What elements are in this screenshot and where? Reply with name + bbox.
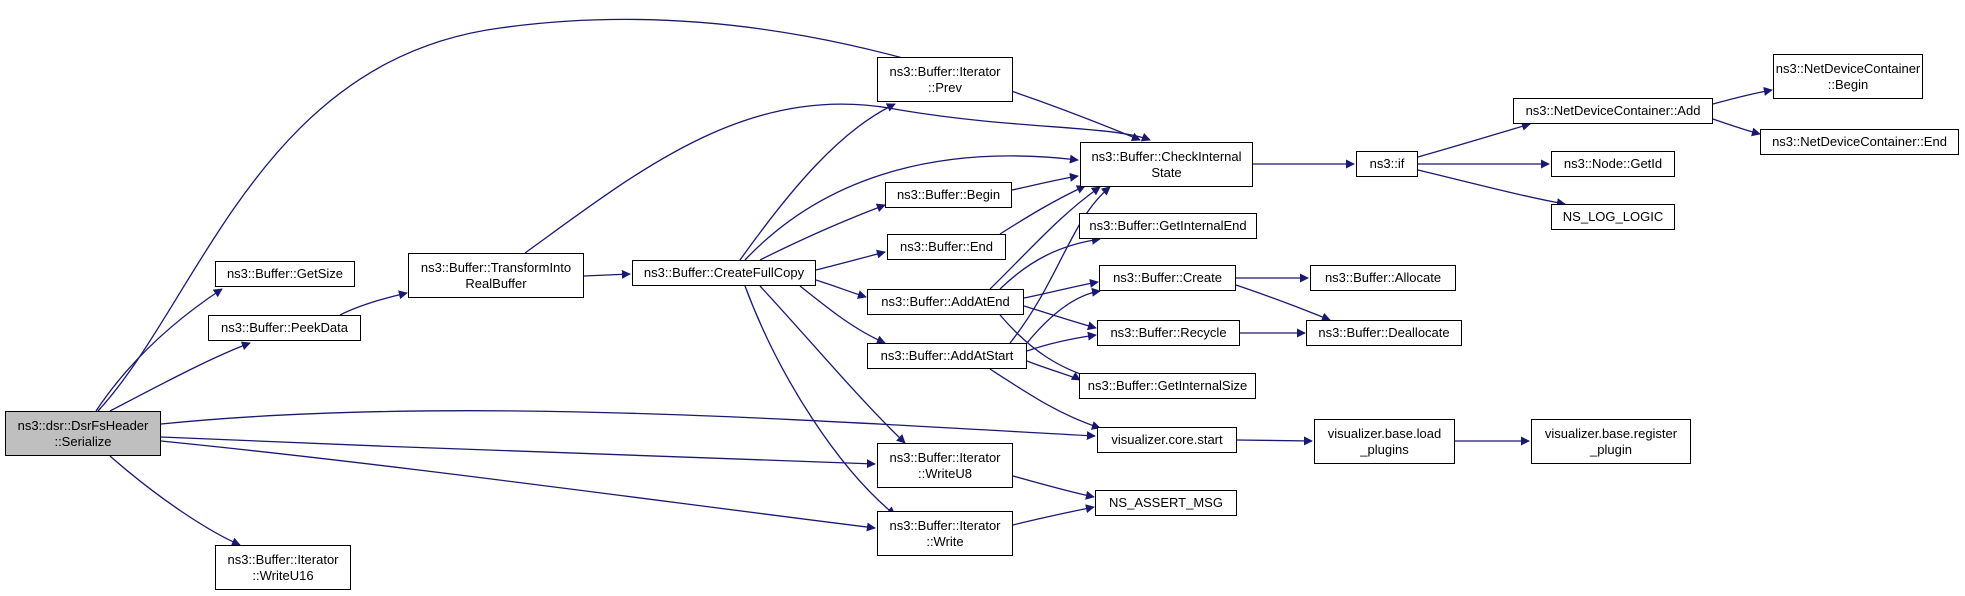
- node-ns-assert-msg[interactable]: NS_ASSERT_MSG: [1095, 490, 1237, 516]
- node-dsrfsheader-serialize[interactable]: ns3::dsr::DsrFsHeader ::Serialize: [5, 411, 161, 456]
- node-ns-log-logic[interactable]: NS_LOG_LOGIC: [1551, 204, 1675, 230]
- edge-createfull-to-addatstart: [799, 285, 886, 344]
- edge-end-to-check: [999, 185, 1086, 235]
- node-buffer-create[interactable]: ns3::Buffer::Create: [1099, 265, 1236, 291]
- edge-root-to-getsize: [95, 288, 223, 412]
- node-buffer-createfullcopy[interactable]: ns3::Buffer::CreateFullCopy: [632, 260, 816, 286]
- edge-createfull-to-check: [744, 154, 1079, 261]
- node-buffer-addatstart[interactable]: ns3::Buffer::AddAtStart: [867, 343, 1027, 369]
- edge-createfull-to-end: [815, 249, 886, 271]
- node-buffer-end[interactable]: ns3::Buffer::End: [887, 234, 1006, 260]
- edge-write-to-assert: [1012, 504, 1095, 526]
- edge-nsif-to-nslog: [1417, 169, 1566, 208]
- edge-transform-to-check: [524, 103, 1151, 254]
- edge-createfull-to-begin: [759, 203, 886, 261]
- node-netdevicecontainer-add[interactable]: ns3::NetDeviceContainer::Add: [1513, 98, 1713, 124]
- edge-addatend-to-create: [1023, 278, 1099, 299]
- edge-writeu8-to-assert: [1012, 475, 1095, 500]
- edge-createfull-to-addatend: [815, 279, 867, 299]
- node-buffer-iterator-prev[interactable]: ns3::Buffer::Iterator ::Prev: [877, 57, 1013, 102]
- node-visualizer-base-load-plugins[interactable]: visualizer.base.load _plugins: [1314, 419, 1455, 464]
- edge-root-to-write: [160, 440, 876, 532]
- edge-addatend-to-recycle: [1023, 305, 1097, 331]
- edge-addatstart-to-check: [1009, 186, 1111, 344]
- edge-addatstart-to-vcstart: [989, 368, 1101, 430]
- edge-root-to-writeu16: [109, 455, 241, 546]
- edge-addatstart-to-getintsize: [1026, 360, 1081, 381]
- edge-root-to-writeu8: [160, 436, 876, 469]
- edge-createfull-to-write: [744, 285, 896, 516]
- edge-addatend-to-check: [989, 186, 1101, 290]
- edge-addatend-to-getintend: [999, 235, 1101, 290]
- node-visualizer-base-register-plugin[interactable]: visualizer.base.register _plugin: [1531, 419, 1691, 464]
- edge-nsif-to-ndcadd: [1417, 122, 1531, 158]
- node-buffer-getsize[interactable]: ns3::Buffer::GetSize: [215, 261, 355, 287]
- node-buffer-transformintorealbuffer[interactable]: ns3::Buffer::TransformInto RealBuffer: [408, 253, 584, 298]
- edge-create-to-deallocate: [1235, 284, 1331, 322]
- edge-createfull-to-writeu8: [759, 285, 906, 444]
- node-buffer-iterator-writeu8[interactable]: ns3::Buffer::Iterator ::WriteU8: [877, 443, 1013, 488]
- edge-ndcadd-to-ndcbegin: [1712, 86, 1773, 105]
- node-buffer-addatend[interactable]: ns3::Buffer::AddAtEnd: [867, 289, 1024, 315]
- node-visualizer-core-start[interactable]: visualizer.core.start: [1097, 427, 1237, 453]
- edge-createfull-to-prev: [739, 103, 896, 261]
- node-buffer-begin[interactable]: ns3::Buffer::Begin: [885, 182, 1012, 208]
- node-buffer-iterator-writeu16[interactable]: ns3::Buffer::Iterator ::WriteU16: [215, 545, 351, 590]
- node-buffer-allocate[interactable]: ns3::Buffer::Allocate: [1310, 265, 1456, 291]
- edge-ndcadd-to-ndcend: [1712, 118, 1761, 137]
- edge-peekdata-to-transform: [339, 290, 408, 316]
- edge-addatstart-to-recycle: [1026, 331, 1097, 352]
- edge-transform-to-createfull: [583, 269, 631, 279]
- node-netdevicecontainer-end[interactable]: ns3::NetDeviceContainer::End: [1760, 129, 1959, 155]
- node-buffer-iterator-write[interactable]: ns3::Buffer::Iterator ::Write: [877, 511, 1013, 556]
- node-buffer-checkinternalstate[interactable]: ns3::Buffer::CheckInternal State: [1080, 142, 1253, 187]
- node-buffer-getinternalend[interactable]: ns3::Buffer::GetInternalEnd: [1079, 213, 1257, 239]
- edge-root-to-vcstart: [160, 410, 1096, 441]
- node-buffer-recycle[interactable]: ns3::Buffer::Recycle: [1097, 320, 1240, 346]
- node-buffer-deallocate[interactable]: ns3::Buffer::Deallocate: [1306, 320, 1462, 346]
- node-buffer-peekdata[interactable]: ns3::Buffer::PeekData: [208, 315, 361, 341]
- edge-vcstart-to-loadplug: [1236, 436, 1313, 446]
- node-ns3-if[interactable]: ns3::if: [1356, 151, 1418, 177]
- node-netdevicecontainer-begin[interactable]: ns3::NetDeviceContainer ::Begin: [1773, 54, 1923, 99]
- node-node-getid[interactable]: ns3::Node::GetId: [1551, 151, 1675, 177]
- edge-begin-to-check: [1011, 172, 1079, 191]
- edge-addatstart-to-create: [1026, 287, 1101, 344]
- node-buffer-getinternalsize[interactable]: ns3::Buffer::GetInternalSize: [1079, 373, 1256, 399]
- edge-root-to-peekdata: [109, 341, 251, 412]
